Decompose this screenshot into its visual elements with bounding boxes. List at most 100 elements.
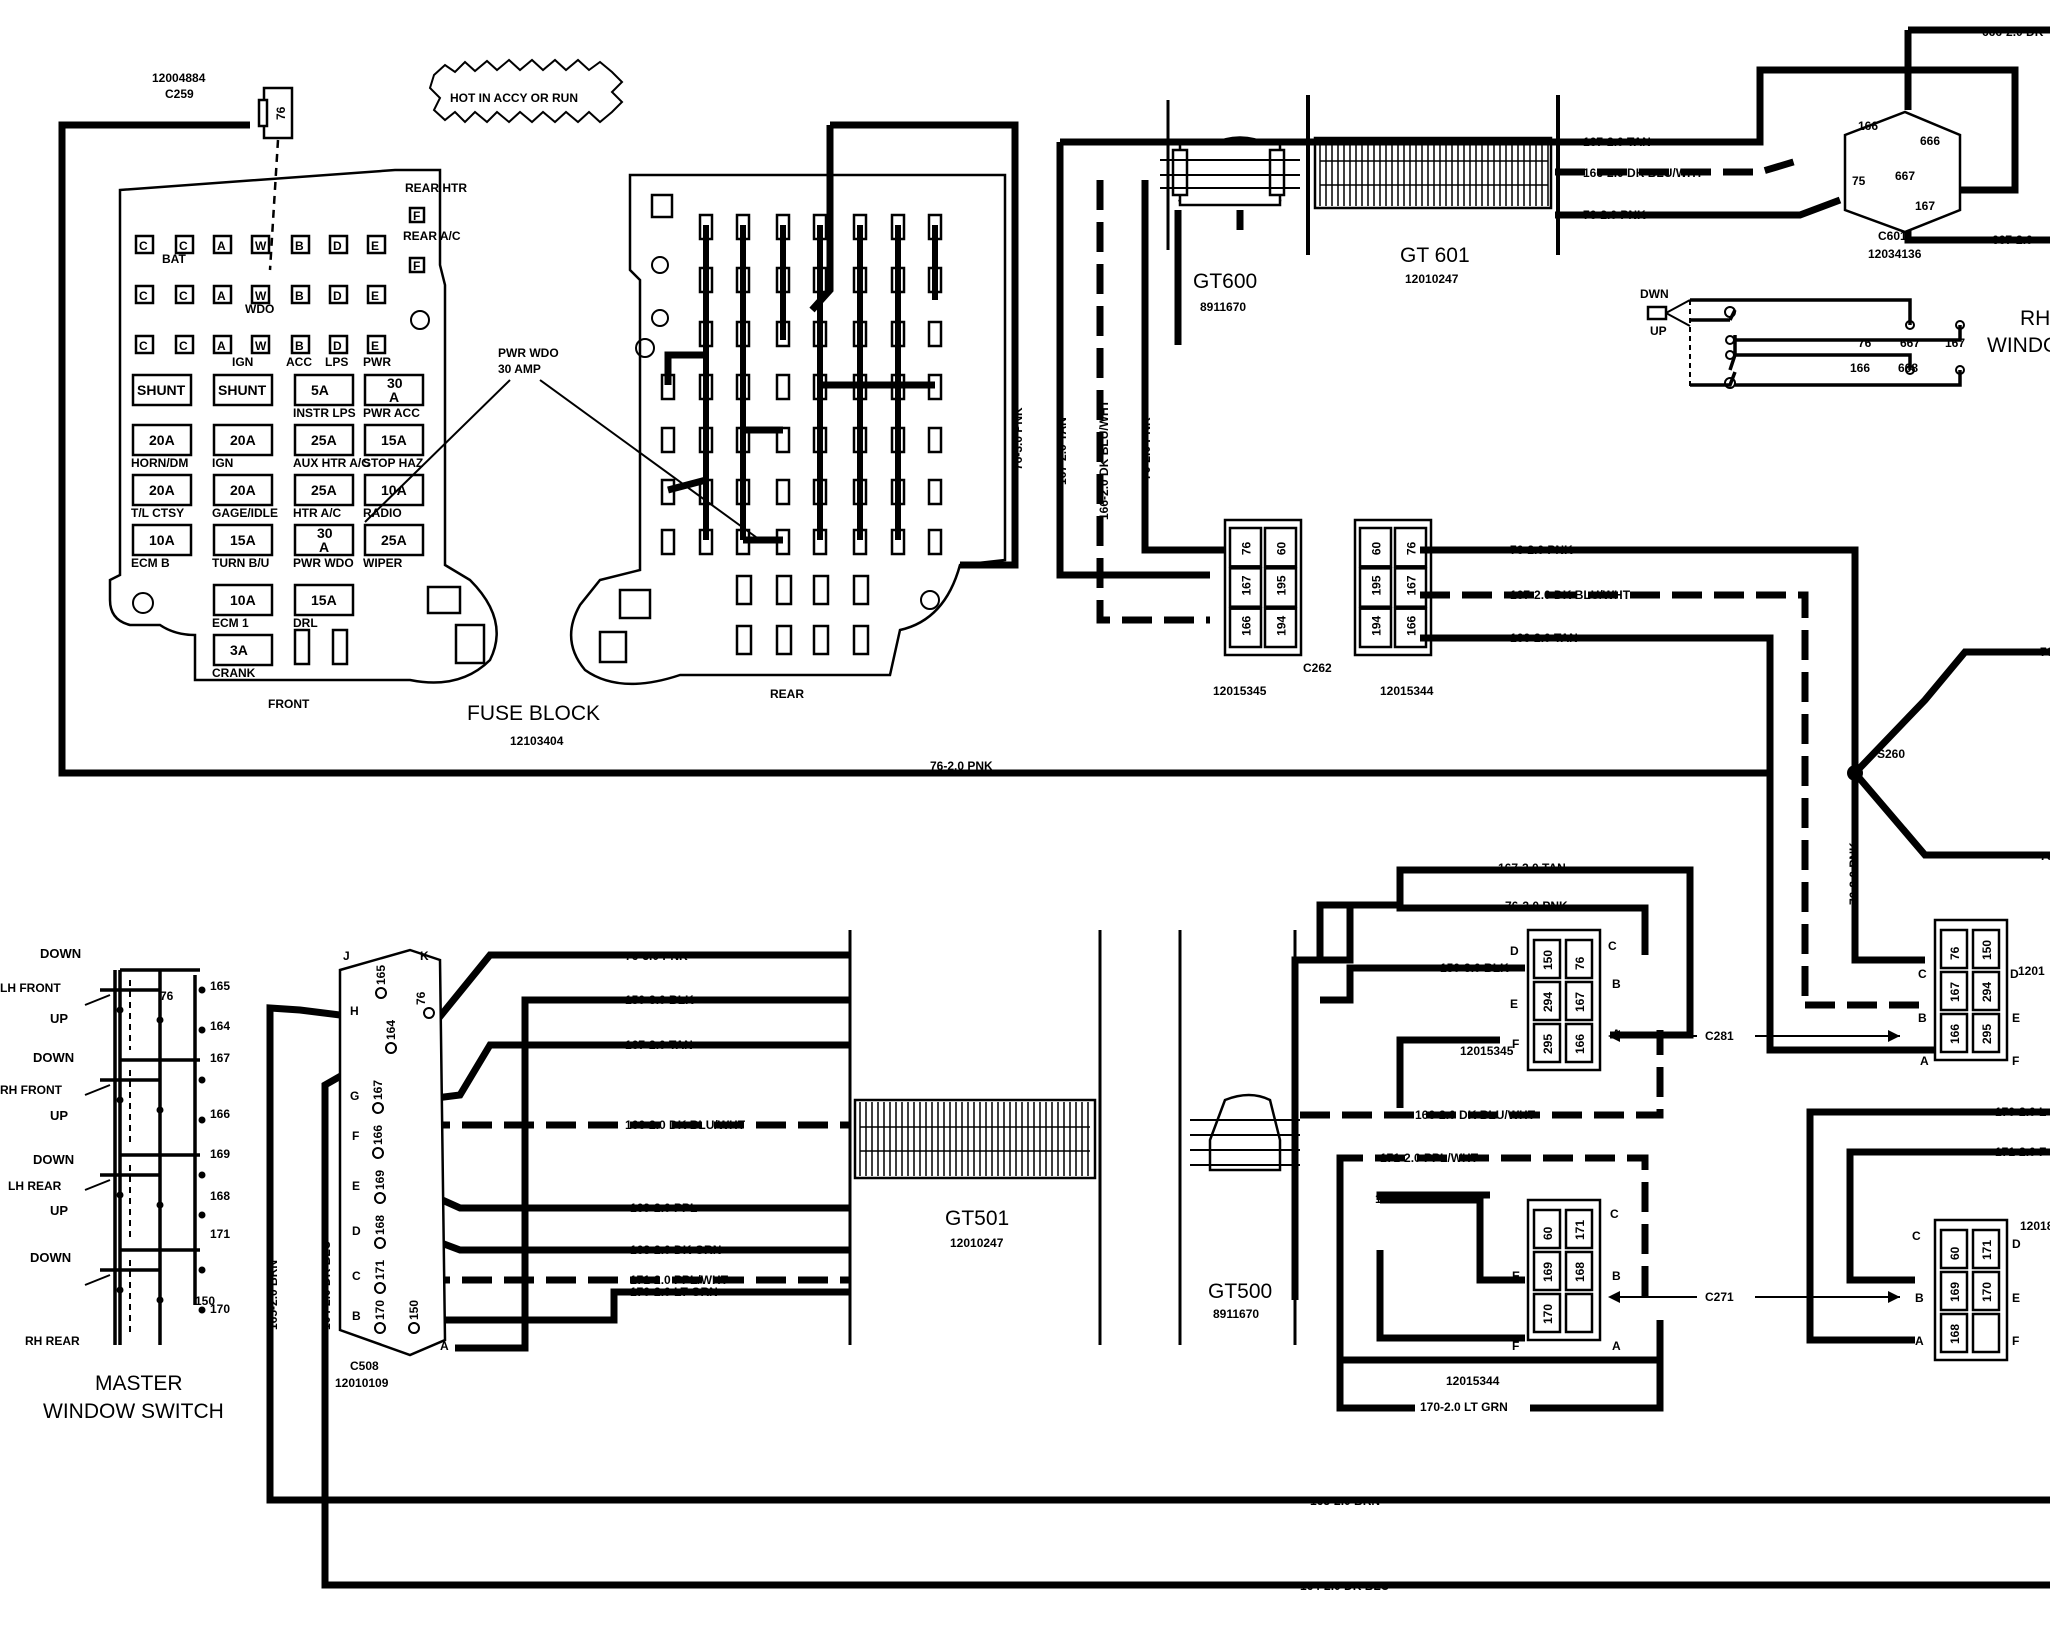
connector-pin-label: 76: [1405, 541, 1419, 555]
fuse-letter: E: [371, 289, 379, 303]
c601-pin-75: 75: [1852, 174, 1866, 188]
connector-letter: F: [2012, 1334, 2019, 1348]
switch-node: [198, 1026, 206, 1034]
fuse: [363, 373, 425, 407]
c262-right-part: 12015344: [1380, 684, 1434, 698]
c281-connector: 15076294167295166DCBEAF: [1510, 928, 1621, 1072]
connector-pin-label: 295: [1541, 1034, 1555, 1054]
fuse-letter: A: [217, 339, 226, 353]
connector-letter: E: [2012, 1011, 2020, 1025]
c508-pin-socket: [423, 1007, 435, 1019]
switch-node: [198, 1266, 206, 1274]
fuse-label: PWR ACC: [363, 406, 420, 420]
connector-pin: [1971, 928, 2001, 970]
connector-pin: [1532, 1208, 1562, 1250]
fuse-letter-box: [290, 334, 311, 355]
switch-label: UP: [50, 1108, 68, 1123]
switch-node: [198, 1076, 206, 1084]
switch-label: DOWN: [30, 1250, 71, 1265]
fuse-block-title: FUSE BLOCK: [467, 702, 600, 725]
connector-pin-label: 76: [1573, 956, 1587, 970]
fuse: [293, 473, 355, 507]
terminal: [852, 574, 870, 606]
r-wire-171: 171-2.0 PPL/WHT: [1380, 1151, 1479, 1165]
connector-letter: D: [1510, 944, 1519, 958]
connector-pin-label: 166: [1948, 1024, 1962, 1044]
fuse-value: 20A: [230, 482, 256, 498]
c508-letter: K: [420, 949, 429, 963]
terminal: [812, 574, 830, 606]
c508-letter: A: [440, 1339, 449, 1353]
fuse-letter-box: [134, 284, 155, 305]
connector-letter: C: [1608, 939, 1617, 953]
wire-168-blu: 166-2.0 DK BLU/WHT: [1583, 166, 1704, 180]
switch-node: [156, 1106, 164, 1114]
fuse-value: 10A: [149, 532, 175, 548]
pwr-wdo-callout-2: 30 AMP: [498, 362, 541, 376]
master-title-2: WINDOW SWITCH: [43, 1400, 224, 1423]
connector-pin: [1393, 607, 1428, 649]
fuse-letter-box: [290, 234, 311, 255]
fuse-label: CRANK: [212, 666, 256, 680]
c508-pin-socket: [374, 1282, 386, 1294]
c262-wire-166: 166-2.0 TAN: [1510, 631, 1578, 645]
c601-pin-666: 666: [1920, 134, 1940, 148]
rh-num-667: 667: [1900, 336, 1920, 350]
fuse-letter: W: [255, 289, 267, 303]
connector-pin: [1971, 1312, 2001, 1354]
switch-body: [100, 1248, 200, 1345]
switch-pin: 76: [160, 989, 174, 1003]
fuse-label: WIPER: [363, 556, 403, 570]
gt600-connector: [1160, 100, 1300, 250]
fuse: [212, 523, 274, 557]
fuse-letter: D: [333, 239, 342, 253]
switch-label: UP: [50, 1203, 68, 1218]
switch-label: LH FRONT: [0, 981, 61, 995]
gt501-name: GT501: [945, 1207, 1009, 1230]
fuse-letter: B: [295, 289, 304, 303]
connector-pin-label: 60: [1541, 1226, 1555, 1240]
fuse-value: 15A: [311, 592, 337, 608]
connector-pin: [1564, 1208, 1594, 1250]
terminal: [775, 624, 793, 656]
fuse-label: GAGE/IDLE: [212, 506, 278, 520]
connector-letter: D: [2010, 967, 2019, 981]
fuse: [293, 373, 355, 407]
connector-letter: B: [1918, 1011, 1927, 1025]
gt601-name: GT 601: [1400, 244, 1470, 267]
c508-letter: B: [352, 1309, 361, 1323]
c601-pin-667: 667: [1895, 169, 1915, 183]
c508-letter: J: [343, 949, 350, 963]
terminal: [927, 478, 943, 506]
fuse-letter: D: [333, 339, 342, 353]
c508-pin-socket: [372, 1102, 384, 1114]
connector-pin-label: 195: [1275, 575, 1289, 595]
connector-pin-label: 194: [1370, 615, 1384, 635]
gt601-part: 12010247: [1405, 272, 1459, 286]
fuse-letter: C: [139, 289, 148, 303]
c508-letter: C: [352, 1269, 361, 1283]
fuse-letter-box: [174, 234, 195, 255]
rh-num-668: 668: [1898, 361, 1918, 375]
terminal: [775, 478, 791, 506]
c508-pin: 165: [374, 965, 388, 985]
rh-num-167: 167: [1945, 336, 1965, 350]
connector-pin: [1564, 980, 1594, 1022]
connector-pin: [1564, 1292, 1594, 1334]
c262-left-part: 12015345: [1213, 684, 1267, 698]
rc-bot-part: 12018: [2020, 1219, 2050, 1233]
c508-letter: G: [350, 1089, 359, 1103]
fuse: [131, 473, 193, 507]
terminal: [927, 426, 943, 454]
c508-pin-socket: [372, 1147, 384, 1159]
m-wire-76: 76-3.0 PNK: [625, 949, 688, 963]
connector-pin: [1939, 970, 1969, 1012]
fuse-value: A: [389, 389, 399, 405]
fuse-value: 5A: [311, 382, 329, 398]
connector-letter: A: [1920, 1054, 1929, 1068]
fuse-letter-box: [366, 284, 387, 305]
b-wire-165: 165-2.0 BRN: [1310, 1494, 1380, 1508]
fuse: [293, 583, 355, 617]
